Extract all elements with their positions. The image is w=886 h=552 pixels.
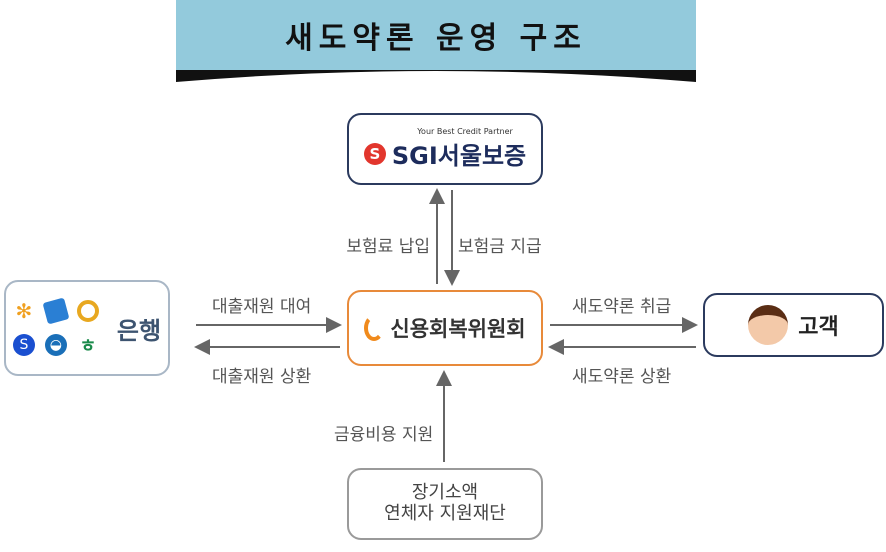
nh-logo-icon: ㅎ [79,336,97,357]
label-loan-lend: 대출재원 대여 [212,297,312,317]
customer-node: 고객 [703,293,884,357]
label-premium: 보험료 납입 [346,237,430,257]
customer-avatar-icon [748,305,789,345]
page-title: 새도약론 운영 구조 [285,21,587,56]
center-node: 신용회복위원회 [347,290,543,366]
center-name: 신용회복위원회 [390,317,526,341]
label-product-issue: 새도약론 취급 [572,297,672,317]
ccrs-logo-icon [364,315,385,341]
kb-logo-icon: ✻ [15,299,33,323]
bank-name: 은행 [116,316,162,345]
shinhan-logo-icon: S [12,334,35,356]
label-cost-support: 금융비용 지원 [334,425,434,445]
woori-logo-icon [42,297,70,325]
ibk-logo-icon [76,300,99,322]
label-product-repay: 새도약론 상환 [572,367,672,387]
title-banner: 새도약론 운영 구조 [176,0,696,70]
sgi-logo-icon: S [363,142,386,165]
banner-curve [176,70,696,82]
label-claim: 보험금 지급 [458,237,542,257]
sgi-name: SGI서울보증 [391,142,527,170]
fund-name-line2: 연체자 지원재단 [384,503,506,524]
kdb-logo-icon: ◒ [44,334,67,356]
label-loan-repay: 대출재원 상환 [212,367,312,387]
customer-name: 고객 [798,315,839,340]
fund-name-line1: 장기소액 [411,482,479,504]
sgi-tagline: Your Best Credit Partner [417,127,513,136]
bank-node: ✻ S ◒ ㅎ 은행 [4,280,170,376]
bank-logos: ✻ S ◒ ㅎ [12,297,103,357]
fund-node: 장기소액 연체자 지원재단 [347,468,543,540]
